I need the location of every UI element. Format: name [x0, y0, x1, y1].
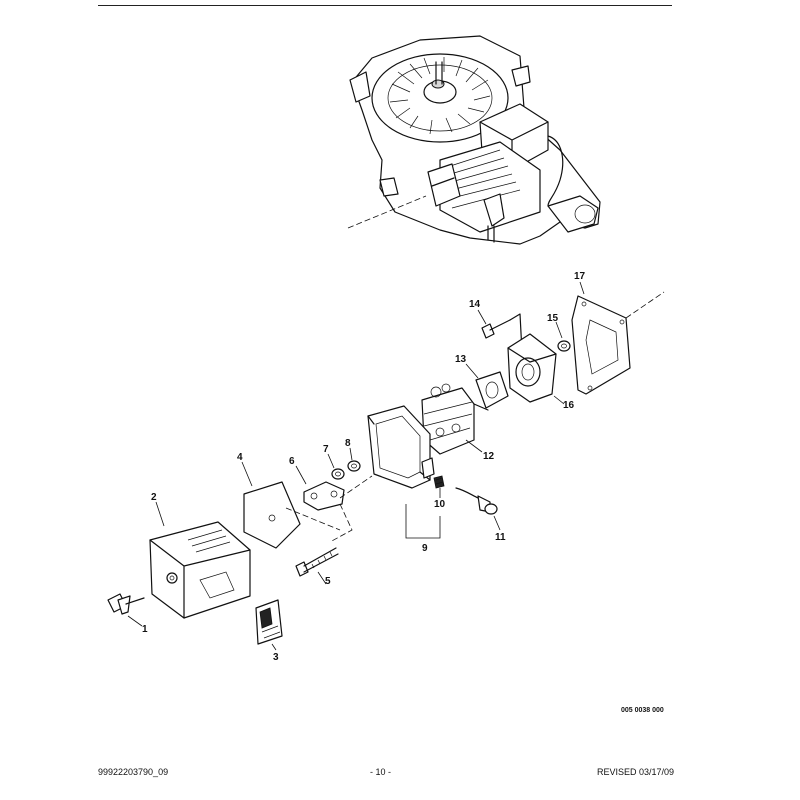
part-15-nut: 15	[547, 313, 571, 352]
footer-revised-date: REVISED 03/17/09	[597, 767, 675, 777]
figure-code: 005 0038 000	[621, 707, 664, 714]
part-12-carburetor: 12	[421, 383, 495, 462]
callout-7: 7	[323, 444, 329, 455]
callout-12: 12	[483, 451, 495, 462]
callout-1: 1	[142, 624, 148, 635]
part-16-intake-adapter: 16	[507, 333, 575, 411]
callout-9: 9	[422, 543, 428, 554]
callout-4: 4	[237, 452, 243, 463]
part-7-grommet: 7	[323, 444, 345, 480]
callout-6: 6	[289, 456, 295, 467]
callout-5: 5	[325, 576, 331, 587]
part-3-decal: 3	[255, 599, 283, 663]
callout-10: 10	[434, 499, 446, 510]
engine-assembly	[347, 35, 601, 245]
callout-14: 14	[469, 299, 481, 310]
callout-3: 3	[273, 652, 279, 663]
callout-8: 8	[345, 438, 351, 449]
part-17-gasket: 17	[571, 271, 665, 395]
callout-17: 17	[574, 271, 586, 282]
part-10-spring: 10	[433, 475, 446, 510]
footer-part-number: 99922203790_09	[98, 767, 169, 777]
callout-2: 2	[151, 492, 157, 503]
callout-11: 11	[495, 532, 506, 543]
part-8-washer: 8	[345, 438, 361, 472]
part-11-choke-rod: 11	[455, 487, 506, 543]
part-5-screw: 5	[295, 547, 339, 587]
callout-16: 16	[563, 400, 575, 411]
part-1-wing-screw: 1	[107, 593, 148, 635]
part-13-gasket: 13	[455, 354, 509, 409]
part-2-filter-cover: 2	[149, 492, 251, 619]
callout-15: 15	[547, 313, 559, 324]
part-4-filter-element: 4	[237, 452, 301, 549]
top-rule	[98, 5, 672, 6]
part-9-filter-base: 9	[367, 405, 441, 554]
footer-page-number: - 10 -	[370, 767, 392, 777]
callout-13: 13	[455, 354, 467, 365]
part-6-bracket: 6	[289, 456, 353, 543]
